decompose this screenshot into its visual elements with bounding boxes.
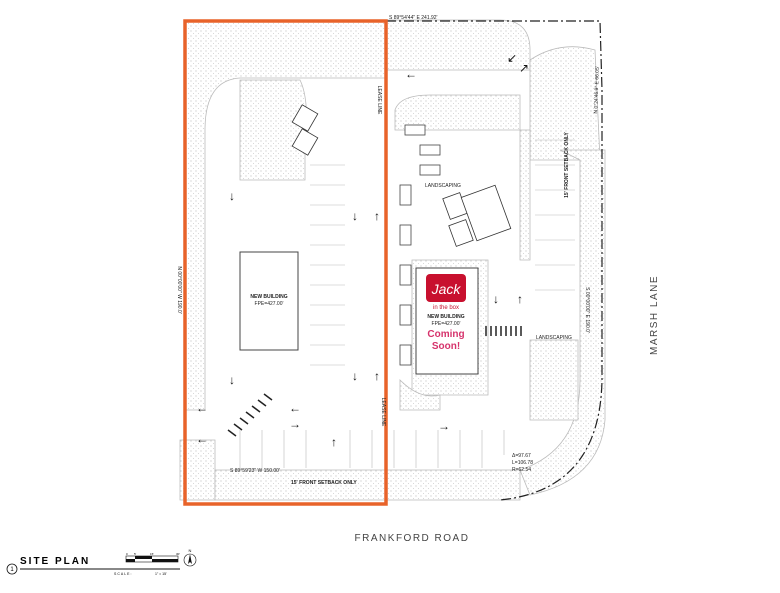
building-jack-in-the-box: Jack in the box NEW BUILDING FPE=427.00'… [415, 267, 479, 375]
svg-text:←: ← [196, 432, 208, 446]
site-plan-title: SITE PLAN [20, 556, 90, 567]
coming-soon-line2: Soon! [432, 341, 460, 352]
landscaping-label: LANDSCAPING [536, 335, 572, 341]
curve-radius: R=62.54 [512, 467, 531, 473]
svg-text:↑: ↑ [517, 292, 523, 306]
scale-tick: 30' [176, 552, 180, 556]
building-left: NEW BUILDING FPE=427.00' [239, 251, 299, 351]
property-line [386, 20, 603, 501]
svg-text:↓: ↓ [229, 189, 235, 203]
svg-text:↑: ↑ [331, 435, 337, 449]
bearing-top-right: N 0°24'46.9" E 66.05' [593, 66, 601, 114]
building-fpe: FPE=427.00' [432, 321, 461, 327]
curve-delta: Δ=97.67 [512, 453, 531, 459]
crosswalks [227, 326, 522, 437]
bearing-right: S 00°00'00" E 190.0' [584, 287, 590, 333]
scale-tick: 5' [134, 552, 137, 556]
svg-text:↙: ↙ [507, 51, 517, 65]
svg-text:↗: ↗ [519, 61, 529, 75]
coming-soon-line1: Coming [427, 329, 464, 340]
highlighted-parcel-boundary [183, 19, 388, 506]
curve-length: L=106.78 [512, 460, 533, 466]
scale-bar: 0 5' 15' 30' [125, 552, 180, 563]
landscaping-label: LANDSCAPING [425, 183, 461, 189]
enclosures [291, 104, 512, 247]
building-name: NEW BUILDING [427, 314, 464, 320]
traffic-arrows: ↓ ↓ ↑ ↓ ↑ ↓ ← ← → ← ↑ → ← ↓ ↑ ↙↗ [196, 51, 529, 449]
jack-logo [426, 274, 466, 302]
setback-right: 15' FRONT SETBACK ONLY [564, 131, 570, 197]
lease-line-label: LEASE LINE [380, 398, 386, 427]
bearing-bottom: S 89°59'23" W 150.00' [230, 468, 280, 474]
building-name: NEW BUILDING [250, 294, 287, 300]
bearing-top: S 89°54'44" E 241.92' [389, 15, 438, 21]
brand-name: Jack [431, 281, 462, 297]
svg-text:←: ← [289, 401, 301, 415]
svg-text:→: → [289, 417, 301, 431]
svg-text:↓: ↓ [229, 373, 235, 387]
north-label: N [189, 548, 192, 553]
svg-text:↑: ↑ [374, 209, 380, 223]
setback-bottom: 15' FRONT SETBACK ONLY [291, 480, 357, 486]
scale-tick: 0 [126, 552, 128, 556]
building-fpe: FPE=427.00' [255, 301, 284, 307]
road-frankford: FRANKFORD ROAD [355, 533, 470, 544]
parking-stalls [239, 139, 575, 468]
svg-text:←: ← [405, 67, 417, 81]
scale-label: SCALE: [114, 572, 132, 576]
drive-thru-cars [399, 124, 441, 366]
view-number: 1 [10, 567, 14, 573]
svg-text:↓: ↓ [493, 292, 499, 306]
svg-text:↑: ↑ [374, 369, 380, 383]
lease-line-label: LEASE LINE [376, 86, 382, 115]
north-arrow-icon: N [183, 548, 197, 567]
svg-text:↓: ↓ [352, 209, 358, 223]
svg-text:↓: ↓ [352, 369, 358, 383]
bearing-left: N 00°00'00" W 190.0' [176, 266, 182, 313]
svg-text:→: → [438, 419, 450, 433]
brand-tagline: in the box [433, 305, 459, 311]
svg-text:←: ← [196, 401, 208, 415]
scale-value: 1" = 15' [155, 572, 167, 576]
scale-tick: 15' [150, 552, 154, 556]
title-block: 1 SITE PLAN SCALE: 1" = 15' 0 5' 15' 30'… [6, 548, 197, 576]
road-marsh: MARSH LANE [649, 275, 660, 355]
